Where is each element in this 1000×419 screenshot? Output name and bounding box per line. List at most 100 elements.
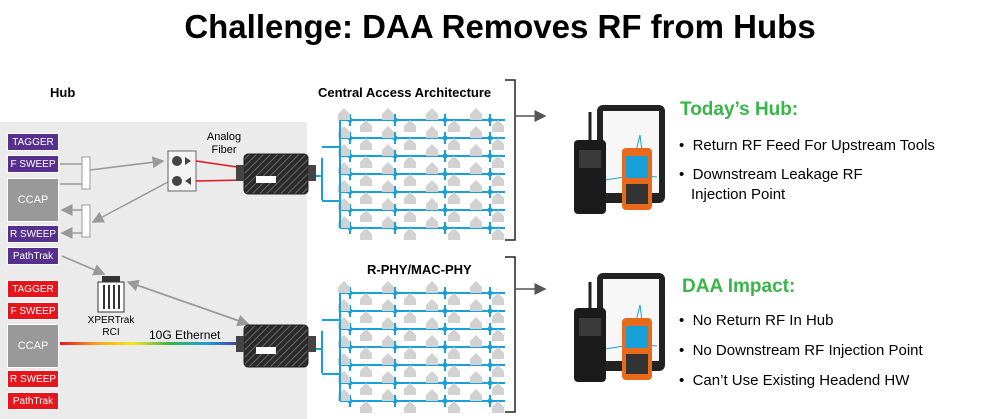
house-icon xyxy=(470,353,482,365)
plant-tap-icon xyxy=(487,308,493,314)
house-icon xyxy=(426,198,438,210)
house-icon xyxy=(382,216,394,228)
house-icon xyxy=(492,311,504,323)
analog-fiber-label: Analog Fiber xyxy=(206,131,242,157)
house-icon xyxy=(382,317,394,329)
house-icon xyxy=(382,180,394,192)
top-fsweep-block: F SWEEP xyxy=(7,155,59,173)
house-icon xyxy=(448,174,460,186)
house-icon xyxy=(492,383,504,395)
house-icon xyxy=(404,156,416,168)
plant-tap-icon xyxy=(442,135,448,141)
house-icon xyxy=(360,192,372,204)
bottom-tagger-block: TAGGER xyxy=(7,280,59,298)
house-icon xyxy=(382,144,394,156)
house-icon xyxy=(360,347,372,359)
house-icon xyxy=(426,317,438,329)
top-node-icon xyxy=(236,153,316,195)
daa-impact-bullet-1: • No Return RF In Hub xyxy=(679,312,834,329)
house-icon xyxy=(492,228,504,240)
analog-fiber-label-line2: Fiber xyxy=(211,144,237,156)
house-icon xyxy=(492,210,504,222)
bottom-pathtrak-block: PathTrak xyxy=(7,392,59,410)
todays-hub-bullet-2-text: Downstream Leakage RF xyxy=(692,166,863,183)
house-icon xyxy=(360,365,372,377)
daa-impact-bullet-2-text: No Downstream RF Injection Point xyxy=(692,342,923,359)
plant-tap-icon xyxy=(442,171,448,177)
plant-tap-icon xyxy=(442,398,448,404)
house-icon xyxy=(470,317,482,329)
daa-impact-bullet-3: • Can’t Use Existing Headend HW xyxy=(679,372,910,389)
house-icon xyxy=(426,180,438,192)
house-icon xyxy=(448,383,460,395)
xpertrak-label-line2: RCI xyxy=(102,327,120,338)
plant-tap-icon xyxy=(487,225,493,231)
house-icon xyxy=(404,293,416,305)
top-bracket xyxy=(505,79,516,241)
house-icon xyxy=(492,156,504,168)
house-icon xyxy=(448,365,460,377)
house-icon xyxy=(382,281,394,293)
house-icon xyxy=(426,371,438,383)
rx-arrow-icon xyxy=(185,177,191,185)
house-icon xyxy=(448,138,460,150)
house-icon xyxy=(382,389,394,401)
splitter-box xyxy=(81,204,91,238)
house-icon xyxy=(492,347,504,359)
house-icon xyxy=(360,174,372,186)
plant-tap-icon xyxy=(487,398,493,404)
plant-tap-icon xyxy=(442,308,448,314)
plant-tap-icon xyxy=(442,380,448,386)
receiver-to-splitter xyxy=(91,181,169,223)
xpertrak-label: XPERTrak RCI xyxy=(85,315,137,339)
node-to-rci xyxy=(126,279,249,325)
house-icon xyxy=(360,293,372,305)
house-icon xyxy=(470,162,482,174)
house-icon xyxy=(426,162,438,174)
house-icon xyxy=(492,120,504,132)
house-icon xyxy=(338,108,350,120)
top-rsweep-block: R SWEEP xyxy=(7,225,59,243)
plant-tap-icon xyxy=(487,153,493,159)
house-icon xyxy=(404,210,416,222)
bottom-rsweep-block: R SWEEP xyxy=(7,370,59,388)
house-icon xyxy=(492,138,504,150)
house-icon xyxy=(492,174,504,186)
house-icon xyxy=(470,389,482,401)
todays-hub-bullet-2-cont: Injection Point xyxy=(691,186,786,203)
central-access-label: Central Access Architecture xyxy=(318,85,492,100)
house-icon xyxy=(382,299,394,311)
house-icon xyxy=(382,335,394,347)
house-icon xyxy=(448,347,460,359)
house-icon xyxy=(470,198,482,210)
plant-tap-icon xyxy=(487,290,493,296)
tx-icon xyxy=(172,156,182,166)
house-icon xyxy=(426,281,438,293)
house-icon xyxy=(360,120,372,132)
house-icon xyxy=(426,299,438,311)
xpertrak-rci-icon xyxy=(97,276,125,313)
plant-tap-icon xyxy=(487,117,493,123)
house-icon xyxy=(470,108,482,120)
house-icon xyxy=(404,365,416,377)
house-icon xyxy=(404,401,416,413)
rphy-label: R-PHY/MAC-PHY xyxy=(367,262,472,277)
daa-impact-bullet-2: • No Downstream RF Injection Point xyxy=(679,342,923,359)
house-icon xyxy=(448,120,460,132)
house-icon xyxy=(426,335,438,347)
house-icon xyxy=(448,210,460,222)
daa-impact-bullet-3-text: Can’t Use Existing Headend HW xyxy=(692,372,910,389)
hub-label: Hub xyxy=(50,85,76,100)
optical-transceiver xyxy=(167,150,197,192)
daa-impact-bullet-1-text: No Return RF In Hub xyxy=(692,312,834,329)
slide-title: Challenge: DAA Removes RF from Hubs xyxy=(184,8,816,45)
xpertrak-label-line1: XPERTrak xyxy=(87,315,135,326)
house-icon xyxy=(360,228,372,240)
house-icon xyxy=(360,311,372,323)
house-icon xyxy=(338,281,350,293)
ethernet-label: 10G Ethernet xyxy=(149,328,221,342)
house-icon xyxy=(404,120,416,132)
plant-tap-icon xyxy=(487,380,493,386)
plant-tap-icon xyxy=(442,189,448,195)
house-icon xyxy=(492,192,504,204)
